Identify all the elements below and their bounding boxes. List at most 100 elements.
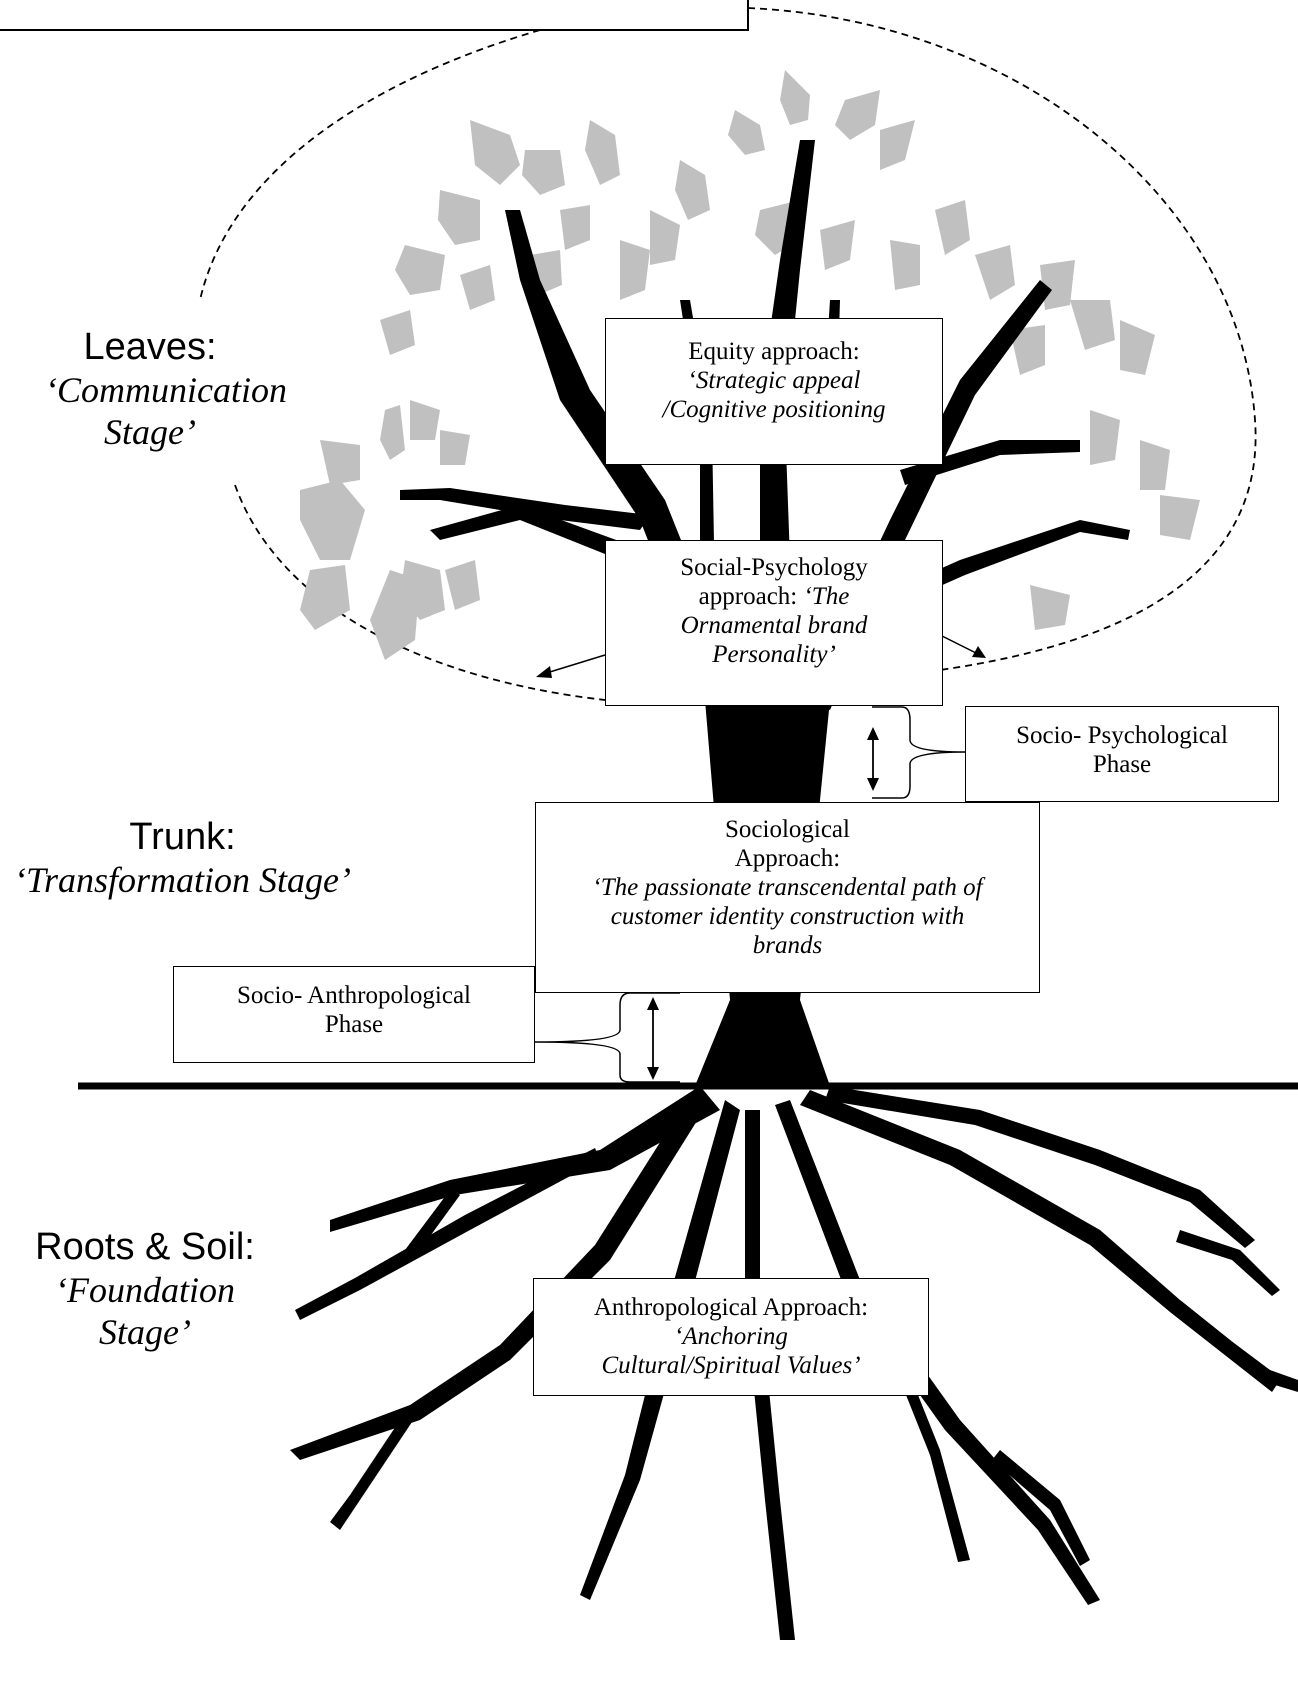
leaf: [890, 240, 920, 290]
socio-psych-phase-line-1: Socio- Psychological: [1016, 722, 1228, 749]
header-frame-line: [0, 0, 749, 31]
roots-stage-label: Roots & Soil: ‘Foundation Stage’: [0, 1225, 290, 1353]
root: [330, 1086, 720, 1232]
leaf: [780, 70, 810, 125]
leaf: [935, 200, 970, 255]
leaf: [675, 160, 710, 220]
root: [745, 1110, 795, 1640]
root: [290, 1095, 710, 1460]
leaf: [470, 120, 520, 185]
canopy-dashed-boundary-top-left: [199, 29, 541, 301]
root: [800, 1090, 1280, 1392]
socio-psych-brace: [872, 706, 966, 799]
arrow-left-head: [536, 666, 552, 678]
sociological-text-3: brands: [752, 932, 823, 959]
leaf: [395, 245, 445, 295]
roots-title: Roots & Soil:: [35, 1226, 255, 1268]
leaf: [380, 310, 415, 355]
leaves-stage-label: Leaves: ‘Communication Stage’: [0, 325, 300, 453]
root: [825, 1086, 1255, 1248]
anthropological-heading: Anthropological Approach:: [593, 1294, 869, 1321]
root: [992, 1450, 1090, 1566]
trunk-subtitle: ‘Transformation Stage’: [13, 860, 352, 900]
sociological-text-2: customer identity construction with: [610, 903, 965, 930]
socio-anthro-phase-line-2: Phase: [324, 1011, 384, 1038]
socio-anthro-brace: [534, 992, 680, 1083]
anthropological-approach-box: Anthropological Approach: ‘Anchoring Cul…: [533, 1278, 929, 1396]
equity-text-2: /Cognitive positioning: [662, 396, 886, 423]
socio-anthropological-phase-box: Socio- Anthropological Phase: [173, 966, 535, 1063]
social-psych-text-2: Personality’: [712, 641, 836, 668]
root: [1172, 1300, 1298, 1392]
social-psych-text-1: Ornamental brand: [680, 612, 868, 639]
leaf: [560, 205, 590, 250]
socio-anthro-phase-line-1: Socio- Anthropological: [237, 982, 471, 1009]
leaf: [1160, 495, 1200, 540]
leaf: [460, 265, 495, 310]
leaf: [585, 120, 620, 185]
equity-heading: Equity approach:: [688, 338, 860, 365]
leaf: [440, 430, 470, 465]
leaf: [835, 90, 880, 140]
leaf: [620, 240, 650, 300]
arrow-right-head: [972, 646, 986, 658]
leaves-group: [300, 70, 1200, 660]
leaf: [445, 560, 480, 610]
social-psych-heading: Social-Psychology: [680, 554, 868, 581]
branch: [900, 440, 1080, 485]
leaf: [1030, 585, 1070, 630]
root: [295, 1148, 600, 1320]
leaf: [1040, 260, 1075, 310]
root: [775, 1100, 1100, 1605]
arrow-down-head: [647, 1067, 659, 1080]
leaf: [380, 405, 405, 460]
trunk-stage-label: Trunk: ‘Transformation Stage’: [0, 815, 365, 901]
sociological-approach-label: Approach:: [734, 845, 841, 872]
socio-psychological-phase-box: Socio- Psychological Phase: [965, 706, 1279, 802]
leaf: [728, 110, 765, 155]
canopy-dashed-boundary-bottom-left: [234, 484, 606, 701]
equity-text-1: ‘Strategic appeal: [687, 367, 861, 394]
leaves-subtitle: ‘Communication Stage’: [45, 370, 287, 452]
arrow-right-line: [939, 634, 981, 656]
trunk-title: Trunk:: [129, 816, 236, 858]
branch: [430, 505, 700, 610]
root: [890, 1350, 970, 1562]
arrow-up-head: [647, 997, 659, 1010]
branch: [680, 300, 715, 600]
social-psych-the: ‘The: [797, 583, 850, 610]
sociological-approach-box: Sociological Approach: ‘The passionate t…: [535, 802, 1040, 993]
leaf: [320, 440, 360, 485]
leaf: [370, 570, 420, 660]
leaf: [1140, 440, 1170, 490]
leaf: [975, 245, 1015, 300]
leaf: [820, 220, 855, 270]
roots-subtitle: ‘Foundation Stage’: [55, 1270, 235, 1352]
leaves-title: Leaves:: [83, 326, 217, 368]
equity-approach-box: Equity approach: ‘Strategic appeal /Cogn…: [605, 318, 943, 465]
leaf: [300, 480, 365, 560]
anthropological-text-1: ‘Anchoring: [674, 1323, 788, 1350]
leaf: [1120, 320, 1155, 375]
root: [330, 1405, 420, 1530]
socio-psych-phase-line-2: Phase: [1092, 751, 1152, 778]
leaf: [522, 150, 565, 195]
arrow-up-head: [867, 727, 879, 740]
social-psych-line-2: approach: ‘The: [606, 582, 942, 611]
leaf: [650, 210, 680, 265]
social-psych-approach: approach:: [698, 583, 798, 610]
root: [1176, 1230, 1280, 1296]
sociological-text-1: ‘The passionate transcendental path of: [592, 874, 983, 901]
canopy-dashed-boundary-right: [747, 7, 1257, 671]
leaf: [438, 190, 480, 245]
anthropological-text-2: Cultural/Spiritual Values’: [601, 1352, 861, 1379]
leaf: [1070, 300, 1115, 350]
sociological-heading: Sociological: [725, 816, 850, 843]
leaf: [880, 120, 915, 170]
leaf: [300, 565, 350, 630]
root: [400, 1190, 460, 1262]
arrow-down-head: [867, 778, 879, 791]
social-psychology-box: Social-Psychology approach: ‘The Ornamen…: [605, 540, 943, 706]
leaf: [1010, 325, 1045, 375]
